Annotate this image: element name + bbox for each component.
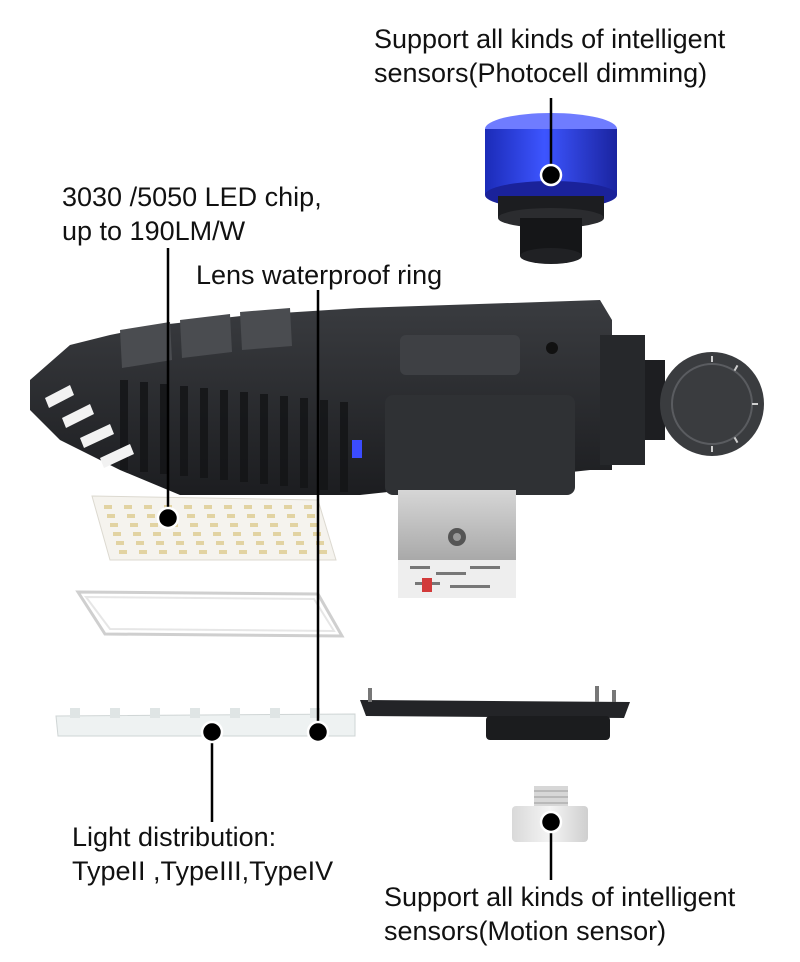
led-chip bbox=[259, 550, 267, 554]
led-chip bbox=[179, 550, 187, 554]
led-chip bbox=[307, 514, 315, 518]
marker-dots bbox=[156, 163, 563, 834]
led-chip bbox=[187, 514, 195, 518]
led-chip-marker bbox=[156, 506, 180, 530]
led-chip bbox=[127, 514, 135, 518]
photocell-callout-line1: Support all kinds of intelligent bbox=[374, 24, 726, 54]
light-distribution-callout-line1: Light distribution: bbox=[72, 822, 277, 852]
led-chip-callout-line2: up to 190LM/W bbox=[62, 216, 246, 246]
light-distribution-marker bbox=[200, 720, 224, 744]
led-chip bbox=[239, 550, 247, 554]
led-chip bbox=[244, 505, 252, 509]
luminaire-housing bbox=[30, 300, 665, 495]
led-chip bbox=[156, 541, 164, 545]
led-chip bbox=[159, 550, 167, 554]
led-chip bbox=[147, 514, 155, 518]
led-chip bbox=[124, 505, 132, 509]
bottom-cover-plate bbox=[360, 686, 630, 740]
led-chip bbox=[193, 532, 201, 536]
led-chip bbox=[316, 541, 324, 545]
led-chip bbox=[253, 532, 261, 536]
led-chip bbox=[250, 523, 258, 527]
led-chip bbox=[104, 505, 112, 509]
led-chip bbox=[113, 532, 121, 536]
led-chip bbox=[210, 523, 218, 527]
led-chip bbox=[267, 514, 275, 518]
leader-lines bbox=[166, 98, 553, 880]
led-chip bbox=[204, 505, 212, 509]
lens-ring-callout: Lens waterproof ring bbox=[196, 258, 442, 292]
motion-marker bbox=[539, 810, 563, 834]
driver-box bbox=[398, 490, 516, 598]
led-chip bbox=[276, 541, 284, 545]
led-chip-callout: 3030 /5050 LED chip, up to 190LM/W bbox=[62, 180, 322, 248]
led-chip bbox=[299, 550, 307, 554]
led-chip bbox=[119, 550, 127, 554]
led-chip bbox=[293, 532, 301, 536]
led-chip bbox=[184, 505, 192, 509]
led-chip-callout-line1: 3030 /5050 LED chip, bbox=[62, 182, 322, 212]
led-chip bbox=[304, 505, 312, 509]
led-chip bbox=[224, 505, 232, 509]
led-chip bbox=[196, 541, 204, 545]
lens-ring-callout-line1: Lens waterproof ring bbox=[196, 260, 443, 290]
led-chip bbox=[173, 532, 181, 536]
led-chip bbox=[130, 523, 138, 527]
led-chip bbox=[219, 550, 227, 554]
led-chip bbox=[150, 523, 158, 527]
led-chip bbox=[236, 541, 244, 545]
led-chip bbox=[310, 523, 318, 527]
led-chip bbox=[153, 532, 161, 536]
led-chip bbox=[216, 541, 224, 545]
led-chip bbox=[264, 505, 272, 509]
led-chip bbox=[319, 550, 327, 554]
waterproof-ring bbox=[75, 590, 345, 638]
led-chip bbox=[230, 523, 238, 527]
led-chip bbox=[279, 550, 287, 554]
led-chip bbox=[273, 532, 281, 536]
led-chip bbox=[270, 523, 278, 527]
led-pcb-board bbox=[91, 495, 337, 561]
lens-ring-marker bbox=[306, 720, 330, 744]
led-chip bbox=[290, 523, 298, 527]
led-chip bbox=[133, 532, 141, 536]
led-chip bbox=[233, 532, 241, 536]
led-chip bbox=[207, 514, 215, 518]
led-chip bbox=[107, 514, 115, 518]
photocell-callout-line2: sensors(Photocell dimming) bbox=[374, 58, 708, 88]
led-chip bbox=[144, 505, 152, 509]
photocell-marker bbox=[539, 163, 563, 187]
light-distribution-callout-line2: TypeII ,TypeIII,TypeIV bbox=[72, 856, 334, 886]
motion-sensor-callout: Support all kinds of intelligent sensors… bbox=[384, 880, 735, 948]
light-distribution-callout: Light distribution: TypeII ,TypeIII,Type… bbox=[72, 820, 333, 888]
led-chip bbox=[199, 550, 207, 554]
motion-sensor-callout-line2: sensors(Motion sensor) bbox=[384, 916, 667, 946]
led-chip bbox=[284, 505, 292, 509]
led-chip bbox=[247, 514, 255, 518]
led-chip bbox=[256, 541, 264, 545]
led-chip bbox=[213, 532, 221, 536]
led-chip bbox=[136, 541, 144, 545]
led-chip bbox=[227, 514, 235, 518]
led-chip bbox=[139, 550, 147, 554]
led-chip bbox=[296, 541, 304, 545]
photocell-callout: Support all kinds of intelligent sensors… bbox=[374, 22, 725, 90]
led-chip bbox=[176, 541, 184, 545]
led-chip bbox=[190, 523, 198, 527]
led-chip bbox=[116, 541, 124, 545]
led-chip bbox=[287, 514, 295, 518]
led-chip bbox=[110, 523, 118, 527]
motion-sensor-callout-line1: Support all kinds of intelligent bbox=[384, 882, 736, 912]
tilt-dial bbox=[660, 352, 764, 456]
